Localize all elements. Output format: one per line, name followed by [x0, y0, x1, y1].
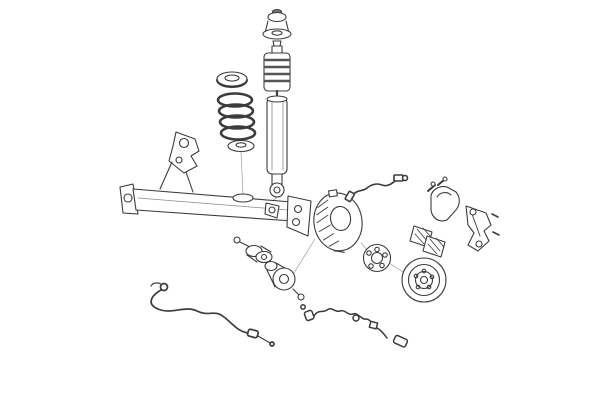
shock-absorber: [266, 89, 288, 198]
strut-top-mount: [262, 8, 292, 47]
caliper-carrier: [465, 205, 500, 252]
spring-seat: [227, 139, 255, 153]
bushing-kit: [233, 236, 273, 264]
axle-beam: [119, 131, 312, 237]
spring-cap: [216, 71, 248, 88]
brake-hose: [344, 174, 409, 203]
brake-pads: [409, 225, 446, 258]
dust-boot: [263, 45, 291, 92]
handbrake-cable: [150, 282, 275, 347]
stub-axle: [264, 260, 305, 301]
coil-spring: [216, 92, 257, 141]
brake-disc: [401, 257, 447, 303]
abs-sensor-cable: [300, 304, 409, 348]
backing-plate: [313, 189, 363, 253]
brake-caliper: [427, 176, 460, 222]
wheel-hub: [362, 243, 392, 273]
